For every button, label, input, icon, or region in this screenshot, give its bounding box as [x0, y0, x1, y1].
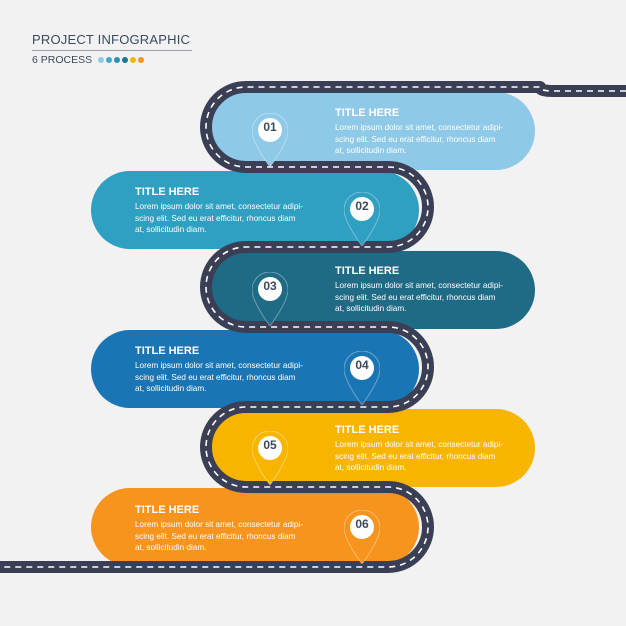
step-4-number: 04 [355, 358, 369, 372]
step-3-title: TITLE HERE [335, 265, 400, 277]
header-divider [32, 50, 192, 51]
map-marker-icon: 02 [344, 192, 380, 246]
step-3-body-line: scing elit. Sed eu erat efficitur, rhonc… [335, 292, 496, 302]
step-6-number: 06 [355, 517, 369, 531]
step-1-body: Lorem ipsum dolor sit amet, consectetur … [335, 122, 525, 157]
step-6-body-line: scing elit. Sed eu erat efficitur, rhonc… [135, 531, 296, 541]
step-2-body: Lorem ipsum dolor sit amet, consectetur … [135, 201, 325, 236]
step-5-number: 05 [263, 438, 277, 452]
map-marker-icon: 01 [252, 113, 288, 167]
step-5-title: TITLE HERE [335, 424, 400, 436]
step-4-title: TITLE HERE [135, 345, 200, 357]
step-6-body-line: Lorem ipsum dolor sit amet, consectetur … [135, 520, 303, 529]
color-dot [106, 57, 113, 63]
step-4-body-line: at, sollicitudin diam. [135, 384, 207, 393]
step-4-body: Lorem ipsum dolor sit amet, consectetur … [135, 360, 325, 395]
step-5-body: Lorem ipsum dolor sit amet, consectetur … [335, 439, 525, 474]
step-5-body-line: Lorem ipsum dolor sit amet, consectetur … [335, 440, 503, 449]
step-2-number: 02 [355, 199, 369, 213]
step-1-body-line: Lorem ipsum dolor sit amet, consectetur … [335, 123, 503, 132]
step-1-body-line: at, sollicitudin diam. [335, 146, 407, 155]
step-6-body: Lorem ipsum dolor sit amet, consectetur … [135, 519, 325, 554]
step-6-body-line: at, sollicitudin diam. [135, 543, 207, 552]
step-3-body: Lorem ipsum dolor sit amet, consectetur … [335, 280, 525, 315]
color-dot [138, 57, 145, 63]
color-dot [98, 57, 105, 63]
step-6-text: TITLE HERE Lorem ipsum dolor sit amet, c… [135, 504, 325, 554]
step-3-body-line: Lorem ipsum dolor sit amet, consectetur … [335, 281, 503, 290]
step-2-text: TITLE HERE Lorem ipsum dolor sit amet, c… [135, 186, 325, 236]
step-3-text: TITLE HERE Lorem ipsum dolor sit amet, c… [335, 265, 525, 315]
step-2-title: TITLE HERE [135, 186, 200, 198]
subtitle-row: 6 PROCESS [32, 54, 192, 66]
step-3-body-line: at, sollicitudin diam. [335, 304, 407, 313]
step-1-body-line: scing elit. Sed eu erat efficitur, rhonc… [335, 134, 496, 144]
step-3-number: 03 [263, 279, 277, 293]
infographic-header: PROJECT INFOGRAPHIC 6 PROCESS [32, 32, 192, 66]
map-marker-icon: 03 [252, 272, 288, 326]
map-marker-icon: 05 [252, 431, 288, 485]
step-1-number: 01 [263, 120, 277, 134]
infographic-subtitle: 6 PROCESS [32, 54, 93, 66]
map-marker-icon: 04 [344, 351, 380, 405]
step-2-body-line: Lorem ipsum dolor sit amet, consectetur … [135, 202, 303, 211]
color-dots [98, 57, 146, 63]
step-1-title: TITLE HERE [335, 107, 400, 119]
step-4-body-line: Lorem ipsum dolor sit amet, consectetur … [135, 361, 303, 370]
step-4-body-line: scing elit. Sed eu erat efficitur, rhonc… [135, 372, 296, 382]
step-5-body-line: scing elit. Sed eu erat efficitur, rhonc… [335, 451, 496, 461]
step-2-body-line: scing elit. Sed eu erat efficitur, rhonc… [135, 213, 296, 223]
step-4-text: TITLE HERE Lorem ipsum dolor sit amet, c… [135, 345, 325, 395]
map-marker-icon: 06 [344, 510, 380, 564]
road-surface [0, 81, 626, 573]
infographic-title: PROJECT INFOGRAPHIC [32, 32, 191, 47]
color-dot [122, 57, 129, 63]
step-6-title: TITLE HERE [135, 504, 200, 516]
road-center-line [0, 86, 626, 568]
step-5-body-line: at, sollicitudin diam. [335, 463, 407, 472]
step-2-body-line: at, sollicitudin diam. [135, 225, 207, 234]
color-dot [130, 57, 137, 63]
color-dot [114, 57, 121, 63]
step-1-text: TITLE HERE Lorem ipsum dolor sit amet, c… [335, 107, 525, 157]
step-5-text: TITLE HERE Lorem ipsum dolor sit amet, c… [335, 424, 525, 474]
